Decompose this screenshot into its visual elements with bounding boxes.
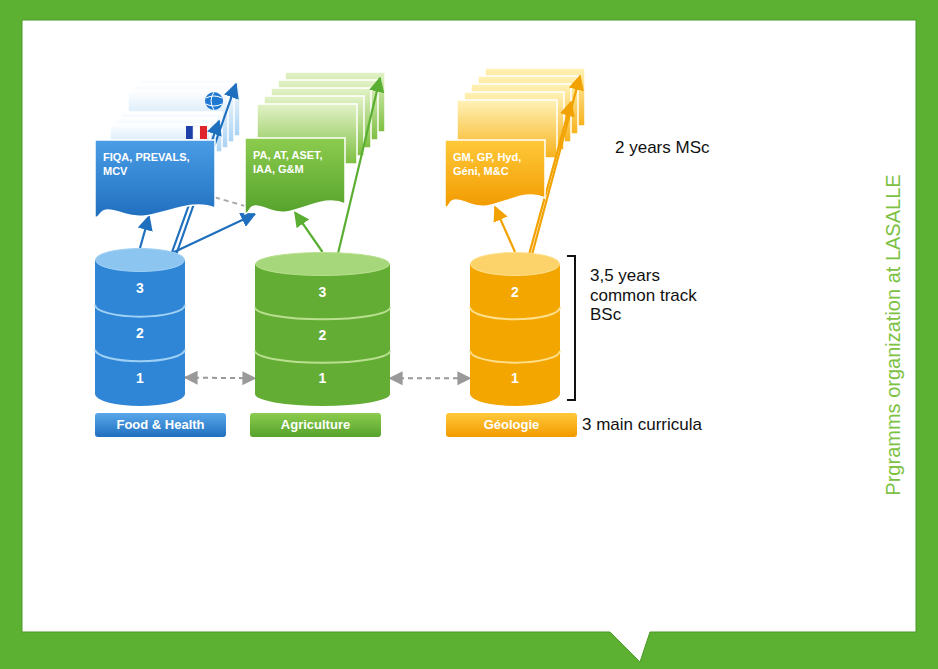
arrow-connector [295,212,323,252]
curriculum-name: Agriculture [250,413,381,437]
programme-list: GM, GP, Hyd, Géni, M&C [453,150,535,178]
arrow-connector [140,216,149,248]
dashed-connector [390,377,470,379]
curricula-label: 3 main curricula [582,415,762,435]
programme-list: FIQA, PREVALS, MCV [103,150,205,178]
dashed-connector [215,197,245,206]
level-number: 1 [95,370,185,386]
curriculum-box: Food & Health [95,413,226,437]
arrow-connector [163,214,256,257]
programme-list: PA, AT, ASET, IAA, G&M [253,148,335,176]
curriculum-box: Géologie [446,413,577,437]
cylinder-stack: 3 2 1 [95,248,185,406]
level-number: 3 [255,284,390,300]
dashed-connector [185,377,255,380]
level-number: 2 [255,327,390,343]
duration-label: 2 years MSc [615,138,725,158]
level-number: 2 [95,325,185,341]
document-stack: GM, GP, Hyd, Géni, M&C [445,140,545,212]
duration-label: 3,5 years common track BSc [590,266,725,325]
title-text: Prgramms organization at LASALLE [881,174,905,495]
curriculum-box: Agriculture [250,413,381,437]
level-number: 1 [470,370,560,386]
cylinder-stack: 3 2 1 [255,252,390,406]
level-number: 1 [255,370,390,386]
arrow-connector [495,207,515,252]
document-stack: PA, AT, ASET, IAA, G&M [245,138,345,218]
cylinder-stack: 21 [470,252,560,406]
curriculum-name: Géologie [446,413,577,437]
level-number: 2 [470,284,560,300]
level-number: 3 [95,280,185,296]
curriculum-name: Food & Health [95,413,226,437]
document-stack: FIQA, PREVALS, MCV [95,140,215,222]
